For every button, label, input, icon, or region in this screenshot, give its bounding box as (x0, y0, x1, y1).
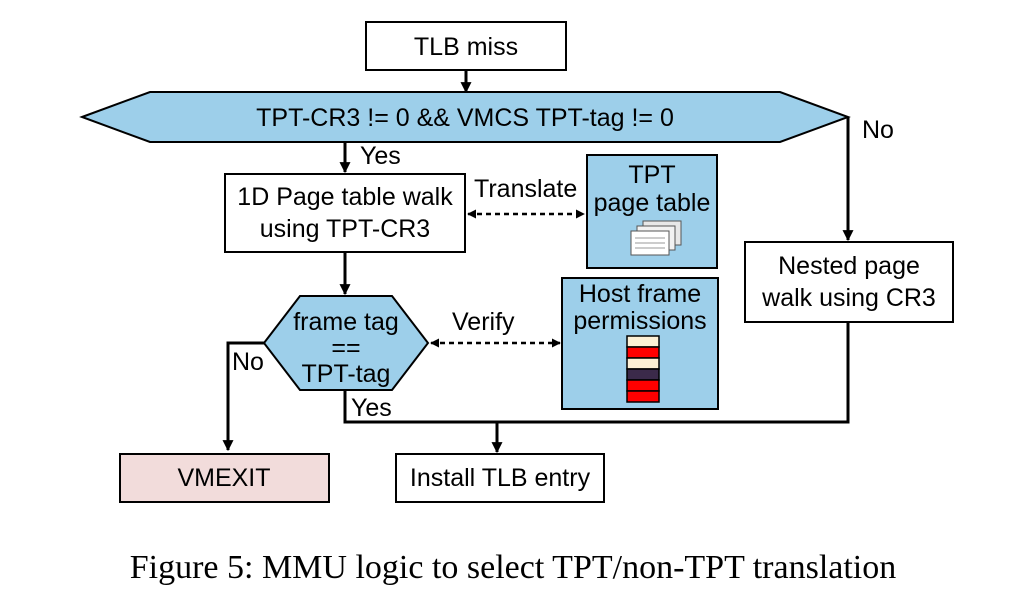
frame-tag-decision-shape (262, 295, 430, 391)
nested-line1: Nested page (778, 252, 920, 280)
tlb-miss-box (365, 21, 567, 71)
install-tlb-label: Install TLB entry (410, 464, 591, 492)
yes-label-frame: Yes (351, 394, 392, 422)
tlb-miss-label: TLB miss (414, 33, 518, 61)
frame-tag-line3: TPT-tag (302, 360, 391, 388)
nested-walk-box (744, 241, 954, 323)
tpt-line1: TPT (628, 161, 675, 189)
yes-label-main: Yes (360, 142, 401, 170)
arrow-no-vmexit (222, 341, 264, 452)
figure-caption: Figure 5: MMU logic to select TPT/non-TP… (130, 549, 897, 586)
install-tlb-box (395, 453, 605, 503)
tpt-line2: page table (594, 189, 711, 217)
no-label-frame: No (232, 348, 264, 376)
frame-tag-line1: frame tag (293, 308, 399, 336)
walk-1d-line2: using TPT-CR3 (260, 215, 430, 243)
page-stack-icon (630, 220, 682, 256)
verify-label: Verify (452, 308, 515, 336)
no-label-main: No (862, 116, 894, 144)
frame-tag-line2: == (331, 334, 360, 362)
permission-bits-icon (626, 335, 660, 403)
walk-1d-box (224, 173, 466, 253)
host-line1: Host frame (579, 280, 701, 308)
vmexit-box (119, 453, 330, 503)
merge-line (343, 322, 850, 424)
host-line2: permissions (573, 307, 706, 335)
vmexit-label: VMEXIT (177, 464, 270, 492)
translate-label: Translate (474, 175, 577, 203)
walk-1d-line1: 1D Page table walk (237, 183, 453, 211)
main-decision-label: TPT-CR3 != 0 && VMCS TPT-tag != 0 (256, 104, 674, 132)
nested-line2: walk using CR3 (761, 284, 936, 312)
